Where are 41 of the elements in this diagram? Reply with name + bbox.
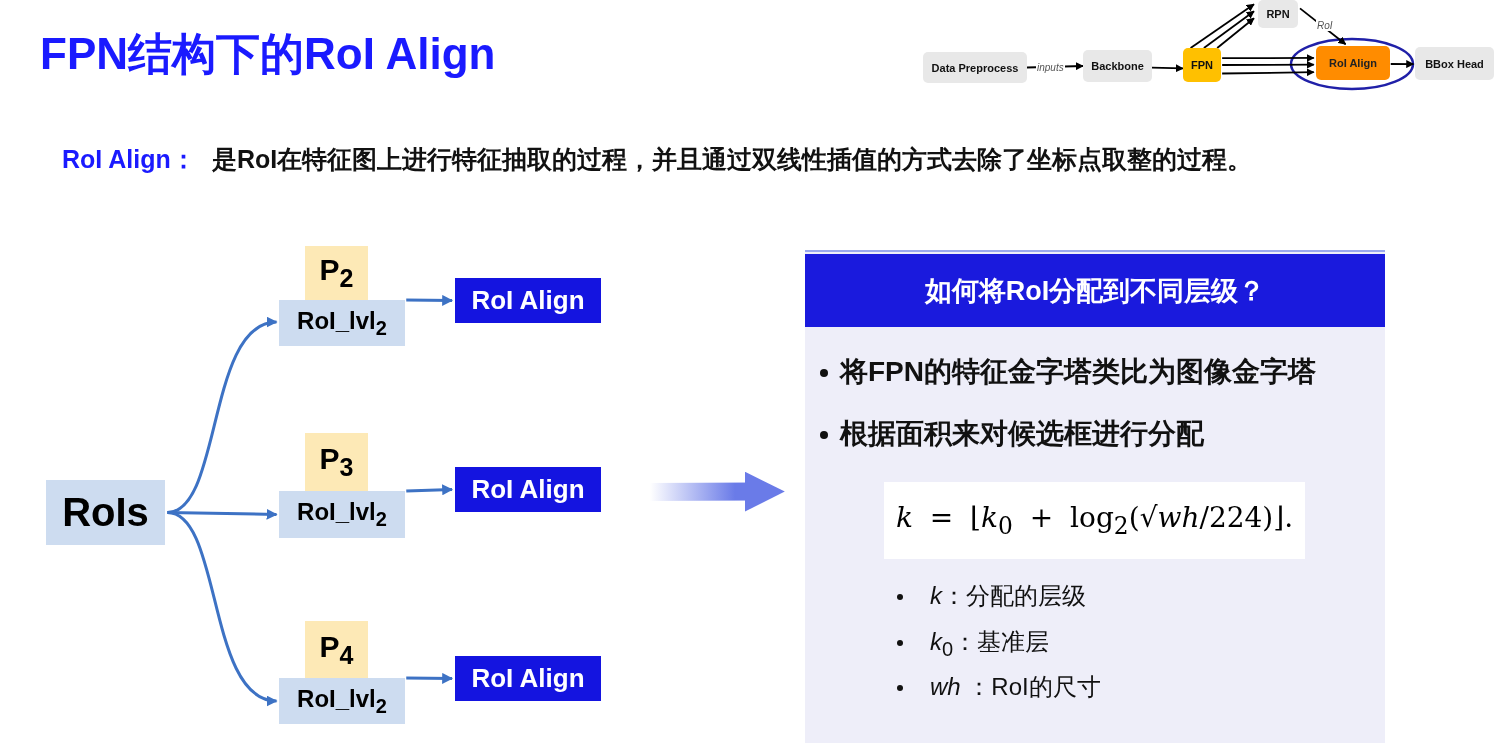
definition-text: 是RoI在特征图上进行特征抽取的过程，并且通过双线性插值的方式去除了坐标点取整的过程。 (212, 144, 1253, 175)
level-box: RoI_lvl$_{2}$ (279, 678, 405, 724)
arrow (1389, 60, 1415, 69)
formula-box: k = ⌊k$_{0}$ + log$_{2}$(√wh/224)⌋. (884, 482, 1305, 559)
process-box: RoI Align (455, 656, 601, 701)
arrow (1221, 68, 1315, 77)
process-box: BBox Head (1415, 47, 1494, 80)
definition-text: k$_{0}$：基准层 (930, 627, 1050, 662)
level-box: P$_{2}$ (305, 246, 368, 300)
arrow (1216, 17, 1255, 49)
bullet-text: 根据面积来对候选框进行分配 (840, 417, 1204, 451)
edge-label: inputs (1036, 62, 1065, 73)
term-label: RoI Align： (62, 144, 196, 175)
title: FPN结构下的RoI Align (40, 28, 496, 80)
arrow (1151, 64, 1184, 73)
process-box: RoI Align (455, 278, 601, 323)
process-box: RPN (1258, 0, 1298, 28)
arrow (166, 511, 278, 705)
bullet-text: 将FPN的特征金字塔类比为图像金字塔 (840, 355, 1316, 389)
arrow (406, 294, 454, 306)
level-box: RoI_lvl$_{2}$ (279, 300, 405, 346)
process-box: Backbone (1083, 50, 1152, 82)
level-box: P$_{3}$ (305, 433, 368, 491)
arrow (1221, 60, 1315, 69)
arrow (1203, 10, 1255, 49)
arrow (406, 672, 454, 684)
arrow (1189, 3, 1255, 49)
header-band: 如何将RoI分配到不同层级？ (805, 254, 1385, 327)
arrow (1221, 53, 1315, 62)
level-box: RoI_lvl$_{2}$ (279, 491, 405, 538)
level-box: P$_{4}$ (305, 621, 368, 678)
process-box: RoI Align (455, 467, 601, 512)
definition-text: wh ：RoI的尺寸 (930, 672, 1101, 702)
edge-label: RoI (1316, 20, 1334, 31)
input-box: RoIs (46, 480, 165, 545)
info-panel (805, 250, 1385, 743)
process-box: FPN (1183, 48, 1221, 82)
definition-text: k：分配的层级 (930, 581, 1086, 611)
arrow (406, 484, 454, 496)
process-box: Data Preprocess (923, 52, 1027, 83)
process-box: RoI Align (1316, 46, 1390, 80)
